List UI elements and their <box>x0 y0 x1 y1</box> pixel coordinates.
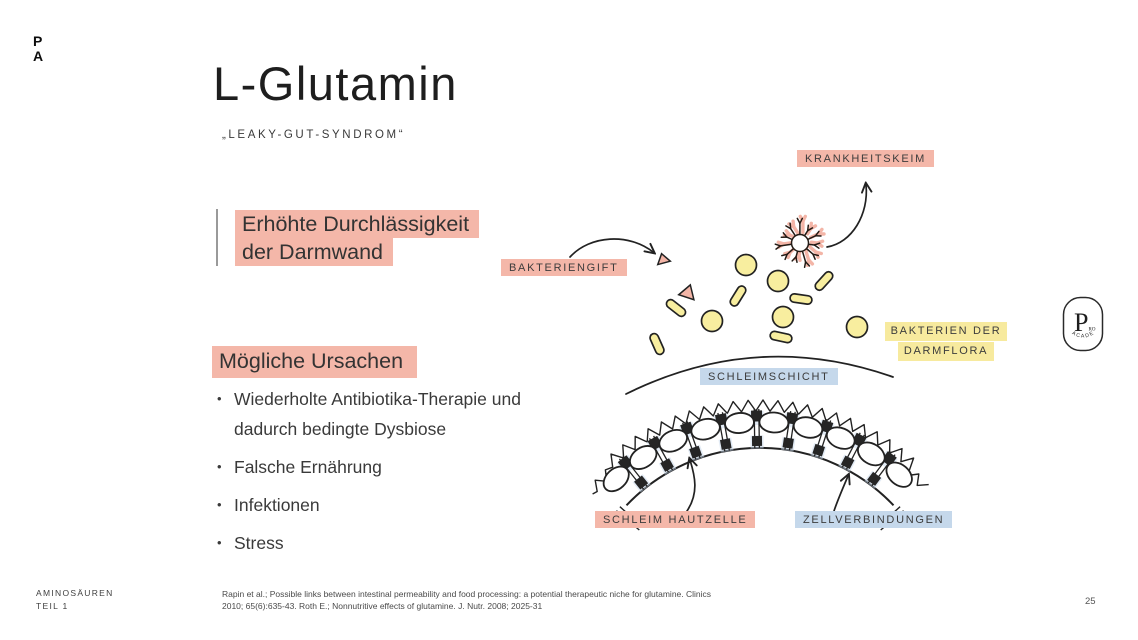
bacterium-rod-icon <box>769 330 793 344</box>
cell-band <box>592 399 929 531</box>
toxin-triangle-icon <box>677 283 695 301</box>
brand-letter-bottom: A <box>33 48 44 64</box>
list-item: Stress <box>215 528 537 558</box>
causes-heading-text: Mögliche Ursachen <box>212 346 418 378</box>
capsule-superscript: RO <box>1089 328 1096 333</box>
headline-accent-bar <box>216 209 218 266</box>
pathogen-germ-icon <box>774 214 826 269</box>
brand-letter-top: P <box>33 33 43 49</box>
annotation-arrow <box>833 476 848 512</box>
headline-line1: Erhöhte Durchlässigkeit <box>235 210 480 238</box>
footer-series-name: AMINOSÄUREN <box>36 588 114 598</box>
label-bakterien-der: BAKTERIEN DER <box>884 322 1008 341</box>
subtitle: „LEAKY-GUT-SYNDROM“ <box>222 129 406 141</box>
list-item: Infektionen <box>215 490 537 520</box>
capsule-letter: P <box>1074 308 1088 337</box>
capsule-outline <box>1062 296 1104 352</box>
citation-line: 2010; 65(6):635-43. Roth E.; Nonnutritiv… <box>222 600 543 611</box>
label-zellverbindungen: ZELLVERBINDUNGEN <box>795 511 953 528</box>
annotation-arrow <box>569 238 653 258</box>
brand-logo: P A <box>33 34 44 64</box>
bacterium-rod-icon <box>729 285 747 307</box>
causes-heading: Mögliche Ursachen <box>212 346 418 378</box>
label-bakterien-der-darmflora: BAKTERIEN DER DARMFLORA <box>880 321 1012 361</box>
annotation-arrow <box>686 460 695 512</box>
citation: Rapin et al.; Possible links between int… <box>222 589 711 612</box>
list-item: Wiederholte Antibiotika-Therapie und dad… <box>215 384 537 444</box>
label-krankheitskeim: KRANKHEITSKEIM <box>797 150 934 167</box>
bacterium-rod-icon <box>665 298 687 318</box>
headline: Erhöhte Durchlässigkeit der Darmwand <box>235 210 480 266</box>
bacterium-coccus-icon <box>700 309 724 333</box>
cell-nucleus <box>792 416 824 439</box>
cell-nucleus <box>602 465 630 493</box>
cell-nucleus <box>758 411 790 434</box>
page-title: L-Glutamin <box>213 57 458 110</box>
label-schleim-hautzelle: SCHLEIM HAUTZELLE <box>595 511 756 528</box>
cell-nucleus <box>690 417 721 441</box>
cell-nucleus <box>857 441 886 467</box>
bacterium-rod-icon <box>789 293 813 305</box>
bacterium-coccus-icon <box>766 269 790 293</box>
footer-series-part: TEIL 1 <box>36 600 69 611</box>
cell-nucleus <box>885 461 913 488</box>
annotation-arrow <box>826 185 866 248</box>
citation-line: Rapin et al.; Possible links between int… <box>222 589 712 599</box>
bacterium-rod-icon <box>814 270 834 292</box>
mucus-arc <box>625 355 894 395</box>
academy-capsule-logo: P RO ACADEMY <box>1062 296 1104 352</box>
cell-nucleus <box>658 428 688 453</box>
cell-nucleus <box>629 445 658 470</box>
label-bakteriengift: BAKTERIENGIFT <box>501 259 627 276</box>
headline-line2: der Darmwand <box>235 238 393 266</box>
toxin-triangle-icon <box>656 252 672 266</box>
footer-series: AMINOSÄUREN TEIL 1 <box>36 587 114 612</box>
causes-list: Wiederholte Antibiotika-Therapie und dad… <box>215 384 537 566</box>
label-schleimschicht: SCHLEIMSCHICHT <box>700 368 838 385</box>
list-item: Falsche Ernährung <box>215 452 537 482</box>
cell-nucleus <box>724 412 755 434</box>
bacteria-scatter <box>649 252 869 356</box>
bacterium-rod-icon <box>649 332 665 356</box>
page-number: 25 <box>1085 596 1096 607</box>
leaky-gut-diagram <box>569 140 929 531</box>
bacterium-coccus-icon <box>771 305 795 329</box>
label-darmflora: DARMFLORA <box>897 342 995 361</box>
bacterium-coccus-icon <box>845 315 869 339</box>
cell-nucleus <box>825 426 856 450</box>
bacterium-coccus-icon <box>734 253 758 277</box>
